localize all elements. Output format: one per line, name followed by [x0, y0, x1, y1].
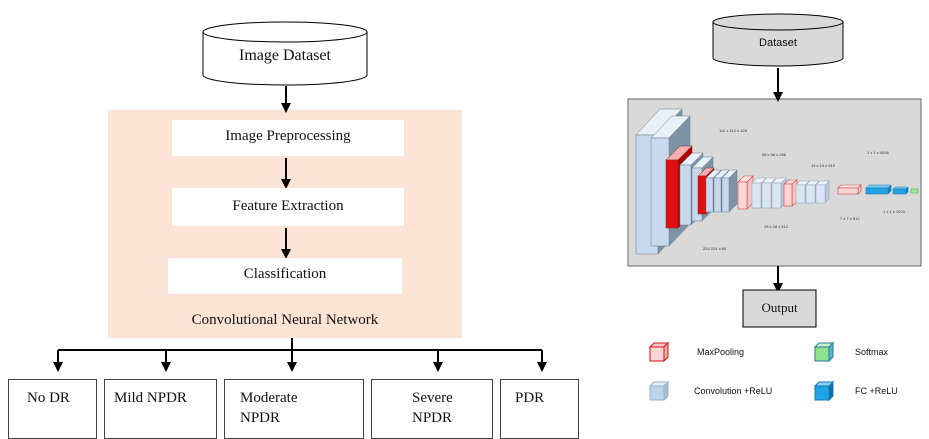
dim-label: 112 x 112 x 128 [719, 128, 747, 133]
softmax-layer [910, 188, 919, 194]
class-branch-tree [53, 338, 547, 372]
class-box-no-dr: No DR [8, 379, 97, 439]
dim-label: 1 x 1 x 1000 [883, 209, 905, 214]
legend-convolution-icon [648, 380, 670, 402]
dim-label: 224 224 x 64 [703, 246, 727, 251]
maxpool-block-4 [783, 179, 798, 207]
image-dataset-label: Image Dataset [239, 47, 331, 64]
dim-label: 14 x 14 x 512 [811, 163, 836, 168]
legend-softmax-icon [813, 341, 835, 363]
step-box-preprocessing: Image Preprocessing [172, 120, 404, 156]
cnn-layer-stack [635, 108, 919, 255]
output-label: Output [761, 300, 798, 315]
class-box-pdr: PDR [500, 379, 579, 439]
image-dataset-cylinder [202, 21, 368, 86]
class-box-severe-npdr: Severe NPDR [371, 379, 493, 439]
step-label-preprocessing: Image Preprocessing [225, 128, 351, 144]
maxpool-block-3 [737, 175, 754, 210]
step-box-feature-extraction: Feature Extraction [172, 188, 404, 226]
class-box-moderate-npdr: Moderate NPDR [224, 379, 364, 439]
dim-label: 7 x 7 x 512 [840, 216, 860, 221]
dim-label: 28 x 28 x 512 [764, 224, 789, 229]
conv-block-3 [705, 169, 738, 213]
legend-label-softmax: Softmax [855, 347, 889, 357]
maxpool-block-5 [837, 184, 862, 195]
conv-block-5 [795, 180, 830, 204]
legend-label-fc: FC +ReLU [855, 386, 898, 396]
dim-label: 1 x 1 x 4096 [867, 150, 889, 155]
dataset-cylinder [712, 13, 844, 67]
step-label-classification: Classification [243, 266, 327, 282]
class-box-mild-npdr: Mild NPDR [104, 379, 217, 439]
output-box [742, 289, 817, 328]
dataset-label: Dataset [759, 37, 797, 49]
dim-label: 56 x 56 x 256 [762, 152, 787, 157]
step-label-feature-extraction: Feature Extraction [232, 198, 344, 214]
legend-fc-icon [813, 380, 835, 402]
fc-layer-1 [865, 184, 892, 195]
legend-maxpooling-icon [648, 341, 670, 363]
fc-layer-2 [892, 186, 909, 195]
cnn-panel-label: Convolutional Neural Network [191, 312, 379, 328]
class-label-pdr: PDR [515, 390, 545, 406]
conv-block-4 [751, 177, 787, 209]
legend-label-convolution: Convolution +ReLU [694, 386, 773, 396]
class-label-mild-npdr: Mild NPDR [114, 390, 187, 406]
class-label-severe-npdr: Severe NPDR [412, 390, 453, 426]
step-box-classification: Classification [168, 258, 402, 294]
legend-label-maxpooling: MaxPooling [697, 347, 745, 357]
class-label-moderate-npdr: Moderate NPDR [240, 390, 298, 426]
class-label-no-dr: No DR [27, 390, 70, 406]
